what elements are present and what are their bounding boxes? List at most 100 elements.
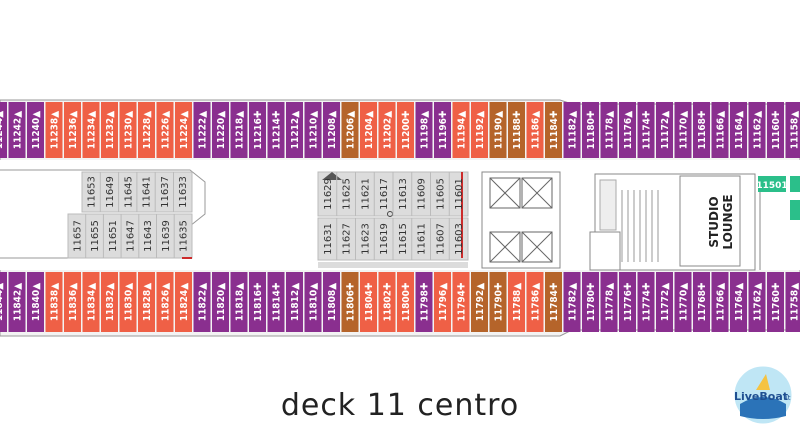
- cabin-block: [526, 102, 544, 158]
- inner-cabin-number: 11635: [179, 220, 190, 252]
- cabin-number: 11796▲: [438, 283, 449, 321]
- cabin: 11836▲: [64, 272, 81, 332]
- cabin-number: 11794✚: [457, 282, 468, 321]
- cabin-block: [119, 102, 137, 158]
- cabin: 11210▲: [304, 102, 322, 158]
- cabin: 11222▲: [193, 102, 211, 158]
- cabin-block: [341, 102, 359, 158]
- cabin-number: 11162▲: [753, 111, 764, 149]
- cabin-block: [82, 102, 100, 158]
- cabin-number: 11814✚: [272, 282, 283, 321]
- cabin-block: [0, 102, 7, 158]
- inner-cabin-number: 11613: [398, 178, 409, 210]
- cabin-block: [489, 102, 507, 158]
- cabin-number: 11198▲: [420, 111, 431, 149]
- cabin-block: [656, 102, 673, 158]
- cabin: 11178▲: [600, 102, 618, 158]
- cabin-block: [378, 102, 396, 158]
- cabin-block: [434, 272, 451, 332]
- cabin: 11840▲: [27, 272, 44, 332]
- cabin: 11784✚: [545, 272, 562, 332]
- cabin-number: 11236▲: [68, 111, 79, 149]
- cabin: 11776✚: [619, 272, 636, 332]
- cabin-block: [82, 272, 100, 332]
- cabin-number: 11196✚: [438, 110, 449, 149]
- cabin-block: [748, 272, 766, 332]
- cabin-block: [360, 102, 377, 158]
- inner-cabin-number: 11601: [454, 178, 465, 210]
- cabin-number: 11204▲: [364, 111, 375, 149]
- cabin-number: 11788▲: [512, 283, 523, 321]
- cabin: 11764▲: [730, 272, 747, 332]
- cabin-block: [619, 272, 636, 332]
- cabin-number: 11776✚: [623, 282, 634, 321]
- cabin: 11770▲: [674, 272, 692, 332]
- cabin: 11232▲: [101, 102, 118, 158]
- inner-cabin-number: 11653: [87, 176, 98, 208]
- cabin: 11768✚: [693, 272, 710, 332]
- inner-cabin-number: 11623: [360, 223, 371, 255]
- cabin-block: [101, 102, 118, 158]
- cabin-number: 11220▲: [216, 111, 227, 149]
- cabin-block: [582, 102, 599, 158]
- cabin: 11806✚: [341, 272, 359, 332]
- cabin-number: 11186▲: [531, 111, 542, 149]
- cabin: 11830▲: [119, 272, 137, 332]
- cabin-block: [730, 102, 747, 158]
- cabin-block: [230, 272, 248, 332]
- cabin-block: [508, 102, 525, 158]
- cabin-number: 11790✚: [494, 282, 505, 321]
- cabin-block: [27, 272, 44, 332]
- studio-cabin-label: 11501: [756, 181, 787, 191]
- cabin: 11182▲: [563, 102, 581, 158]
- cabin-block: [45, 272, 63, 332]
- cabin-number: 11174✚: [642, 110, 653, 149]
- cabin-number: 11798✚: [420, 282, 431, 321]
- logo-suffix: .it: [784, 394, 791, 402]
- cabin-number: 11816✚: [253, 282, 264, 321]
- inner-cabin-number: 11617: [379, 178, 390, 210]
- cabin-block: [600, 272, 618, 332]
- cabin-block: [563, 102, 581, 158]
- cabin-block: [138, 102, 155, 158]
- cabin-number: 11802✚: [383, 282, 394, 321]
- cabin-number: 11760✚: [771, 282, 782, 321]
- cabin-number: 11188✚: [512, 110, 523, 149]
- cabin-block: [526, 272, 544, 332]
- cabin-block: [156, 272, 174, 332]
- cabin: 11236▲: [64, 102, 81, 158]
- cabin-number: 11762▲: [753, 283, 764, 321]
- top-cabin-row: 11244▲11242▲11240▲11238▲11236▲11234▲1123…: [0, 102, 800, 158]
- inner-cabin-number: 11629: [323, 178, 334, 210]
- cabin-number: 11166▲: [716, 111, 727, 149]
- cabin-number: 11192▲: [475, 111, 486, 149]
- cabin-block: [693, 102, 710, 158]
- cabin: 11226▲: [156, 102, 174, 158]
- cabin: 11228▲: [138, 102, 155, 158]
- cabin-block: [286, 272, 303, 332]
- cabin-number: 11200✚: [401, 110, 412, 149]
- cabin-block: [360, 272, 377, 332]
- cabin-number: 11832▲: [105, 283, 116, 321]
- cabin-number: 11172▲: [660, 111, 671, 149]
- inner-cabin-number: 11645: [123, 176, 134, 208]
- cabin: 11224▲: [175, 102, 192, 158]
- cabin-number: 11182▲: [568, 111, 579, 149]
- cabin-block: [693, 272, 710, 332]
- cabin-block: [415, 272, 433, 332]
- cabin-number: 11840▲: [31, 283, 42, 321]
- cabin-number: 11766▲: [716, 283, 727, 321]
- cabin-block: [711, 102, 729, 158]
- cabin: 11158▲: [785, 102, 800, 158]
- deck-caption: deck 11 centro: [280, 388, 520, 423]
- cabin-number: 11222▲: [198, 111, 209, 149]
- cabin-number: 11838▲: [50, 283, 61, 321]
- cabin-number: 11240▲: [31, 111, 42, 149]
- cabin-block: [415, 102, 433, 158]
- cabin-block: [175, 102, 192, 158]
- cabin-block: [323, 102, 340, 158]
- cabin: 11186▲: [526, 102, 544, 158]
- cabin: 11184✚: [545, 102, 562, 158]
- elevator-bank: [481, 171, 561, 269]
- cabin: 11792▲: [471, 272, 488, 332]
